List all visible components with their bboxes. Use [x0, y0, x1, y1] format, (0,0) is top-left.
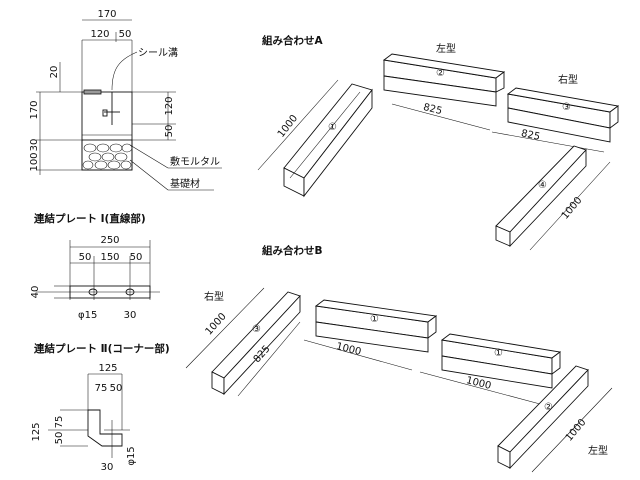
- combo-b-len-1000-d: 1000: [564, 417, 589, 444]
- dim-right-50: 50: [164, 125, 175, 138]
- plate1-dim-50b: 50: [130, 252, 143, 263]
- label-foundation: 基礎材: [170, 177, 200, 190]
- plate2-drawing: 連結プレート Ⅱ(コーナー部) 125 75 50 125 50 75 30 φ…: [31, 342, 170, 473]
- combo-b-left-type: 左型: [588, 444, 608, 457]
- dim-top-left: 120: [90, 29, 109, 40]
- combo-a-left-type: 左型: [436, 42, 456, 55]
- dim-left-20: 20: [49, 66, 60, 79]
- plate2-dim-left75: 75: [54, 416, 65, 429]
- plate2-body: [87, 409, 123, 447]
- combo-b-mark-2: ②: [544, 402, 553, 413]
- cobble-pattern: [82, 143, 133, 170]
- dim-left-170: 170: [29, 100, 40, 119]
- combo-b-mark-1b: ①: [494, 348, 503, 359]
- combo-b-right-type: 右型: [204, 290, 224, 303]
- plate1-dim-50a: 50: [79, 252, 92, 263]
- plate2-dim-50: 50: [110, 383, 123, 394]
- dim-top-right: 50: [119, 29, 132, 40]
- dim-left-100: 100: [29, 152, 40, 171]
- combo-a-right-type: 右型: [558, 73, 578, 86]
- label-mortar: 敷モルタル: [170, 155, 220, 168]
- combo-a-mark-1: ①: [328, 122, 337, 133]
- foundation-block: [81, 139, 133, 171]
- combo-b-title: 組み合わせB: [262, 244, 323, 257]
- plate1-dim-height: 40: [30, 286, 41, 299]
- combo-a: 組み合わせA 左型 右型 ① 1000 ② 825 ③ 825 ④ 1000: [257, 34, 620, 251]
- combo-a-title: 組み合わせA: [262, 34, 323, 47]
- plate2-dim-left125: 125: [31, 422, 42, 441]
- combo-b-len-1000-b: 1000: [335, 341, 362, 358]
- section-view: 170 120 50 20 170 30 100 120 50 シール溝 敷モル…: [29, 9, 222, 191]
- combo-a-mark-3: ③: [562, 102, 571, 113]
- plate2-dim-30: 30: [101, 462, 114, 473]
- combo-a-len-825-a: 825: [422, 102, 443, 117]
- combo-b-mark-1a: ①: [370, 314, 379, 325]
- seal-groove-mark: [83, 89, 102, 95]
- plate1-dim-30: 30: [124, 310, 137, 321]
- plate2-dim-hole: φ15: [126, 446, 137, 465]
- combo-b: 組み合わせB 右型 左型 ③ 1000 825 ① 1000 ① 1000 ②: [185, 244, 613, 473]
- plate1-title: 連結プレート Ⅰ(直線部): [34, 212, 146, 225]
- combo-b-mark-3: ③: [252, 324, 261, 335]
- dim-top-total: 170: [97, 9, 116, 20]
- combo-a-mark-2: ②: [436, 68, 445, 79]
- plate2-dim-left50: 50: [54, 432, 65, 445]
- plate1-dim-total: 250: [100, 235, 119, 246]
- plate2-dim-top: 125: [98, 363, 117, 374]
- combo-a-mark-4: ④: [538, 180, 547, 191]
- plate1-dim-hole: φ15: [78, 310, 97, 321]
- dim-left-30: 30: [29, 139, 40, 152]
- plate1-drawing: 連結プレート Ⅰ(直線部) 250 50 150 50 40 φ15 30: [30, 212, 160, 321]
- plate2-dim-75: 75: [95, 383, 108, 394]
- dim-right-120: 120: [164, 96, 175, 115]
- combo-b-len-1000-a: 1000: [204, 311, 229, 337]
- plate2-title: 連結プレート Ⅱ(コーナー部): [34, 342, 170, 355]
- combo-a-len-825-b: 825: [520, 128, 541, 143]
- label-seal-groove: シール溝: [138, 46, 178, 59]
- combo-a-len-1000-right: 1000: [560, 195, 585, 222]
- plate1-dim-150: 150: [100, 252, 119, 263]
